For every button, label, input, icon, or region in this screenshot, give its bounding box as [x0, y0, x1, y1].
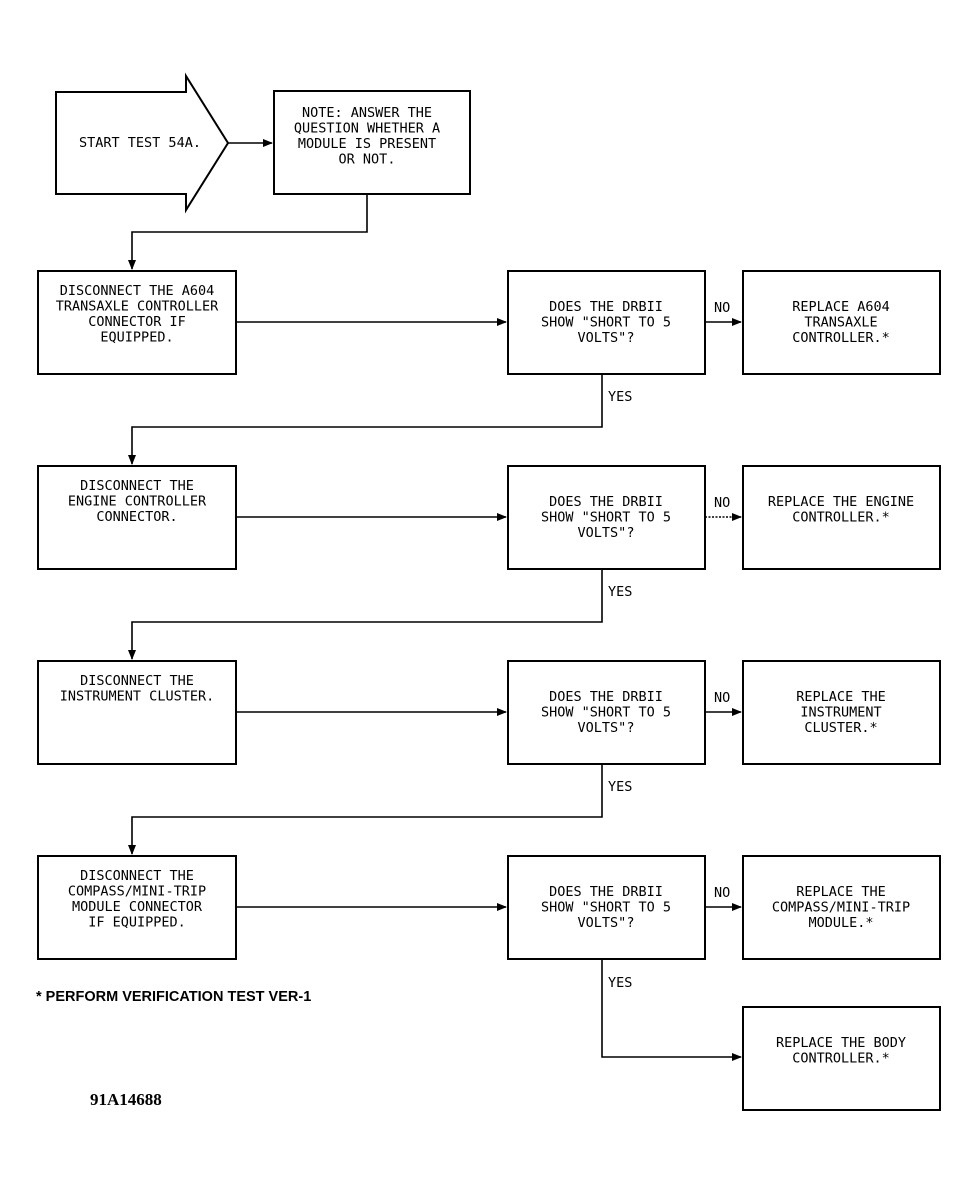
text-line: REPLACE THE [796, 884, 885, 900]
action-box-4 [37, 855, 237, 960]
question-box-4 [507, 855, 706, 960]
note-to-step1-arrow [128, 194, 368, 270]
text-line: DOES THE DRBII [549, 689, 663, 705]
text-line: DISCONNECT THE [80, 868, 194, 884]
result-box-4 [742, 855, 941, 960]
text-line: CONTROLLER.* [792, 330, 890, 346]
text-line: COMPASS/MINI-TRIP [68, 884, 206, 900]
text-line: SHOW "SHORT TO 5 [541, 510, 671, 526]
final-result-box [742, 1006, 941, 1111]
text-line: REPLACE THE [796, 689, 885, 705]
no-label-3: NO [714, 690, 730, 706]
text-line: VOLTS"? [578, 720, 635, 736]
note-box [273, 90, 471, 195]
yes-label-3: YES [608, 779, 632, 795]
result-box-1 [742, 270, 941, 375]
action-box-3 [37, 660, 237, 765]
yes-label-1: YES [608, 389, 632, 405]
start-label: START TEST 54A. [79, 135, 201, 151]
question1-yes-arrow [128, 374, 603, 465]
result-box-2 [742, 465, 941, 570]
start-arrow-shape [55, 72, 230, 214]
text-line: TRANSAXLE CONTROLLER [56, 299, 219, 315]
no-label-2: NO [714, 495, 730, 511]
figure-id: 91A14688 [90, 1090, 162, 1109]
question3-yes-arrow [128, 764, 603, 855]
text-line: CONTROLLER.* [792, 510, 890, 526]
no-label-4: NO [714, 885, 730, 901]
question2-yes-arrow [128, 569, 603, 660]
text-line: MODULE IS PRESENT [298, 136, 436, 152]
text-line: MODULE.* [808, 915, 873, 931]
text-line: TRANSAXLE [804, 315, 877, 331]
text-line: DISCONNECT THE [80, 478, 194, 494]
text-line: VOLTS"? [578, 915, 635, 931]
text-line: DISCONNECT THE A604 [60, 283, 214, 299]
text-line: COMPASS/MINI-TRIP [772, 900, 910, 916]
text-line: MODULE CONNECTOR [72, 899, 203, 915]
text-line: START TEST 54A. [79, 135, 201, 151]
text-line: REPLACE THE BODY [776, 1035, 906, 1051]
question-box-2 [507, 465, 706, 570]
text-line: CONNECTOR. [96, 509, 177, 525]
text-line: DOES THE DRBII [549, 494, 663, 510]
text-line: DOES THE DRBII [549, 884, 663, 900]
yes-label-4: YES [608, 975, 632, 991]
text-line: REPLACE A604 [792, 299, 890, 315]
question4-yes-arrow [601, 959, 742, 1061]
text-line: CLUSTER.* [804, 720, 877, 736]
text-line: SHOW "SHORT TO 5 [541, 705, 671, 721]
text-line: REPLACE THE ENGINE [768, 494, 914, 510]
text-line: CONTROLLER.* [792, 1051, 890, 1067]
text-line: QUESTION WHETHER A [294, 121, 440, 137]
result-box-3 [742, 660, 941, 765]
text-line: SHOW "SHORT TO 5 [541, 900, 671, 916]
text-line: DISCONNECT THE [80, 673, 194, 689]
text-line: SHOW "SHORT TO 5 [541, 315, 671, 331]
question-box-1 [507, 270, 706, 375]
text-line: DOES THE DRBII [549, 299, 663, 315]
text-line: OR NOT. [339, 152, 396, 168]
text-line: IF EQUIPPED. [88, 915, 186, 931]
text-line: INSTRUMENT CLUSTER. [60, 689, 214, 705]
text-line: VOLTS"? [578, 525, 635, 541]
text-line: CONNECTOR IF [88, 314, 186, 330]
question-box-3 [507, 660, 706, 765]
footnote: * PERFORM VERIFICATION TEST VER-1 [36, 989, 311, 1005]
text-line: EQUIPPED. [100, 330, 173, 346]
yes-label-2: YES [608, 584, 632, 600]
text-line: VOLTS"? [578, 330, 635, 346]
text-line: ENGINE CONTROLLER [68, 494, 207, 510]
no-label-1: NO [714, 300, 730, 316]
text-line: INSTRUMENT [800, 705, 881, 721]
text-line: NOTE: ANSWER THE [302, 105, 432, 121]
